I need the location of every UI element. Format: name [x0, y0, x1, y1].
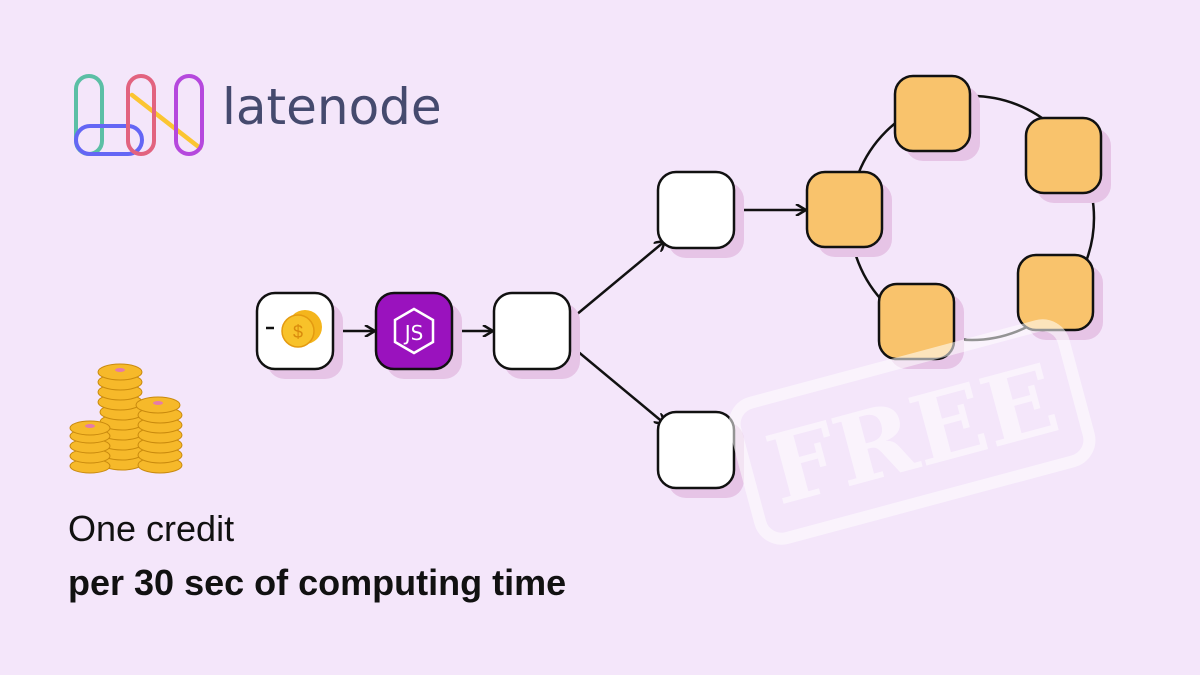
- loop-node[interactable]: [1016, 253, 1095, 332]
- connectors: [333, 210, 806, 424]
- nodejs-node[interactable]: JS: [374, 291, 454, 371]
- coins-icon: $: [281, 310, 322, 348]
- svg-text:$: $: [293, 322, 303, 342]
- loop-node[interactable]: [893, 74, 972, 153]
- loop-node[interactable]: [1024, 116, 1103, 195]
- loop-node[interactable]: [805, 170, 884, 249]
- coin-stacks-icon: [69, 363, 183, 474]
- latenode-logo-icon: [74, 74, 204, 156]
- credit-node[interactable]: $: [255, 291, 335, 371]
- split-node[interactable]: [492, 291, 572, 371]
- top-node[interactable]: [656, 170, 736, 250]
- brand-name: latenode: [222, 78, 442, 136]
- caption-line-2: per 30 sec of computing time: [68, 562, 567, 603]
- bottom-node[interactable]: [656, 410, 736, 490]
- free-stamp: FREE: [728, 319, 1096, 545]
- caption-line-1: One credit: [68, 508, 235, 549]
- nodejs-icon: [393, 307, 435, 355]
- svg-text:JS: JS: [403, 321, 424, 345]
